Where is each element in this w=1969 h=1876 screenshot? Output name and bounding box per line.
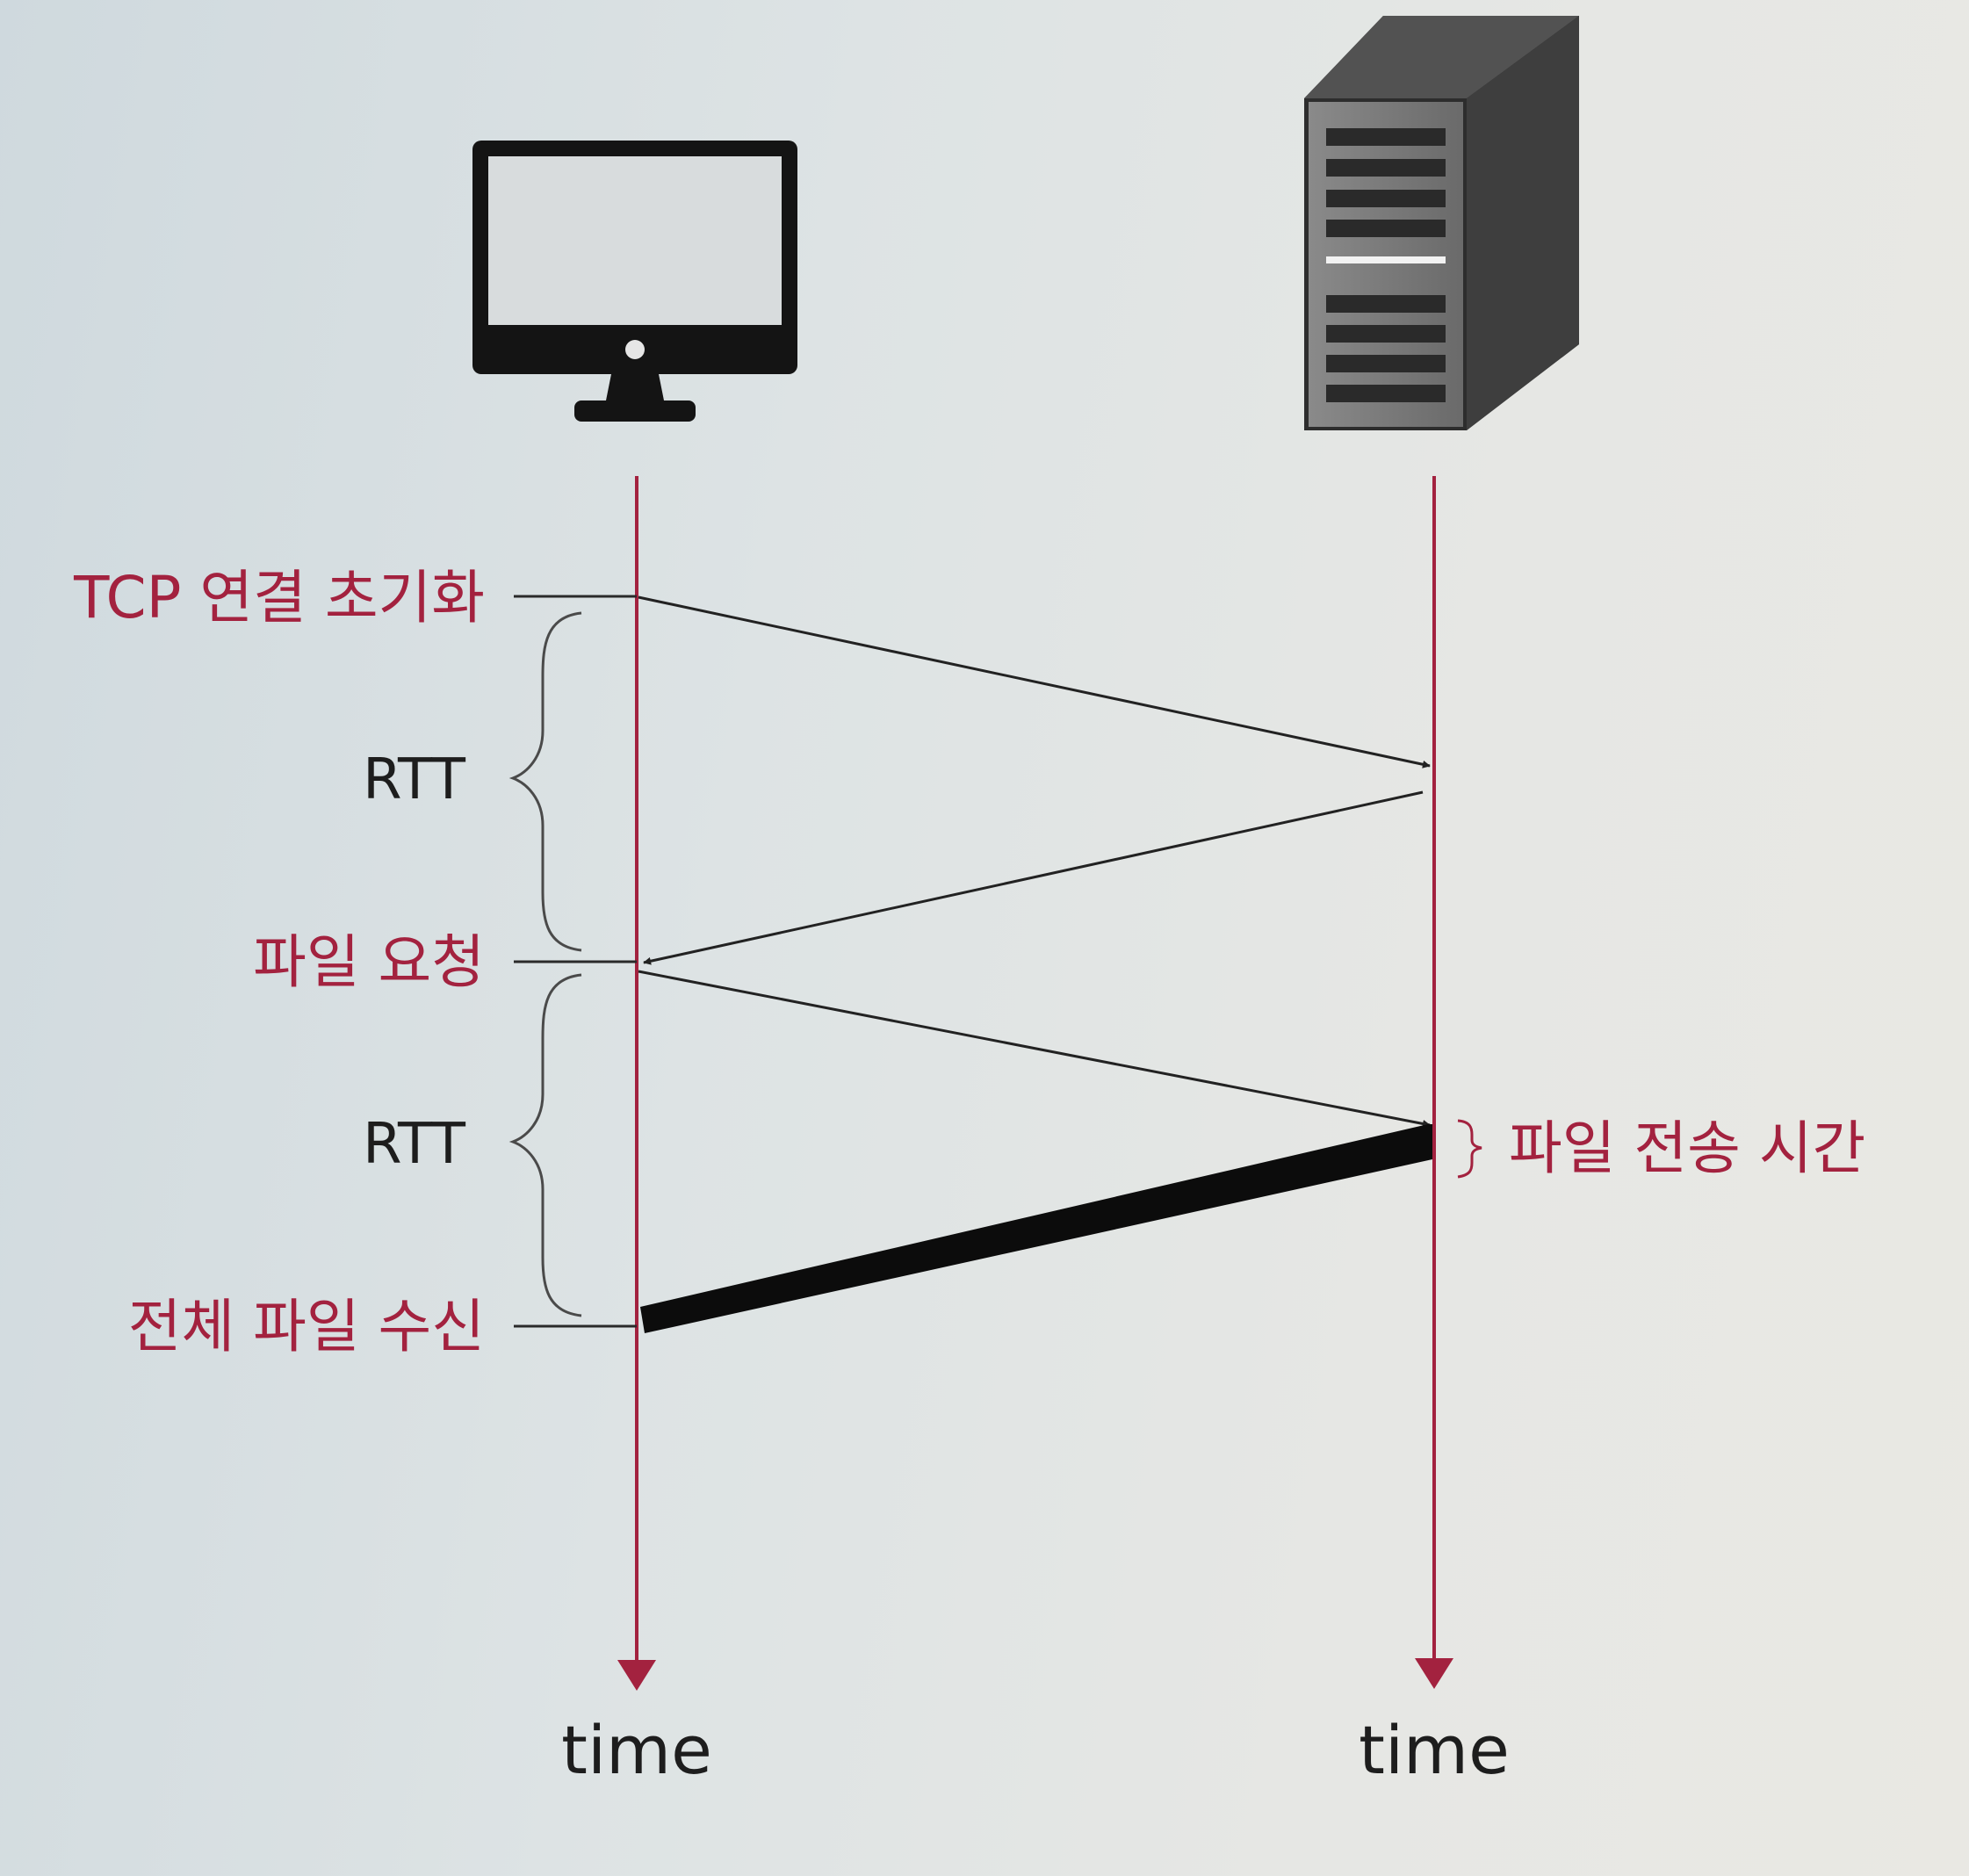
- label-file-request: 파일 요청: [253, 928, 485, 996]
- ack-arrow: [643, 790, 1424, 965]
- label-tcp-init: TCP 연결 초기화: [74, 564, 485, 631]
- client-timeline: [617, 476, 656, 1691]
- server-tower-icon: [1304, 16, 1579, 430]
- label-full-receive: 전체 파일 수신: [127, 1293, 485, 1360]
- rtt-brace-1: [508, 611, 582, 952]
- label-client-time: time: [561, 1711, 712, 1789]
- file-transfer-band: [640, 1124, 1432, 1333]
- client-timeline-arrowhead: [617, 1660, 656, 1691]
- server-timeline-arrowhead: [1415, 1658, 1453, 1689]
- rtt-brace-2: [508, 973, 582, 1317]
- syn-arrow: [638, 595, 1431, 768]
- label-server-time: time: [1359, 1711, 1510, 1789]
- monitor-icon: [472, 141, 797, 422]
- request-arrow: [638, 970, 1431, 1128]
- transfer-time-brace: [1457, 1119, 1482, 1179]
- label-transfer-time: 파일 전송 시간: [1509, 1115, 1866, 1182]
- label-rtt-1: RTT: [363, 747, 465, 812]
- server-timeline: [1415, 476, 1453, 1689]
- label-rtt-2: RTT: [363, 1112, 465, 1177]
